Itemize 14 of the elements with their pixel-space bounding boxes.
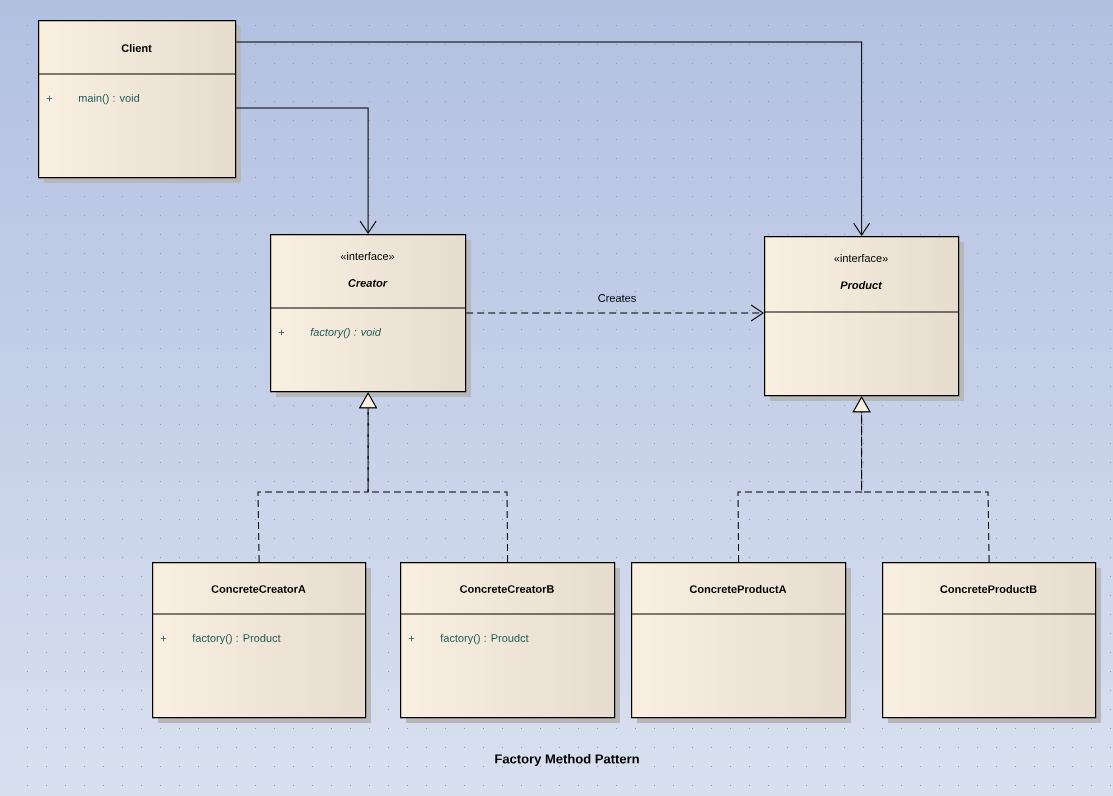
class-box: «interface» Creator + factory() : void — [269, 234, 471, 397]
dependency-arrow — [235, 107, 377, 234]
dependency-arrow — [465, 304, 764, 322]
class-box: ConcreteCreatorA + factory() : Product — [151, 562, 371, 723]
class-box: ConcreteCreatorB + factory() : Proudct — [399, 562, 620, 723]
realization-arrow — [359, 392, 509, 563]
class-box: Client + main() : void — [37, 20, 241, 183]
realization-arrow — [852, 396, 990, 563]
dependency-arrow — [235, 41, 871, 236]
class-box: ConcreteProductB — [881, 562, 1101, 723]
caption: Factory Method Pattern — [495, 753, 639, 767]
edge-label: Creates — [596, 293, 638, 303]
class-box: «interface» Product — [763, 236, 964, 401]
class-box: ConcreteProductA — [630, 562, 851, 723]
